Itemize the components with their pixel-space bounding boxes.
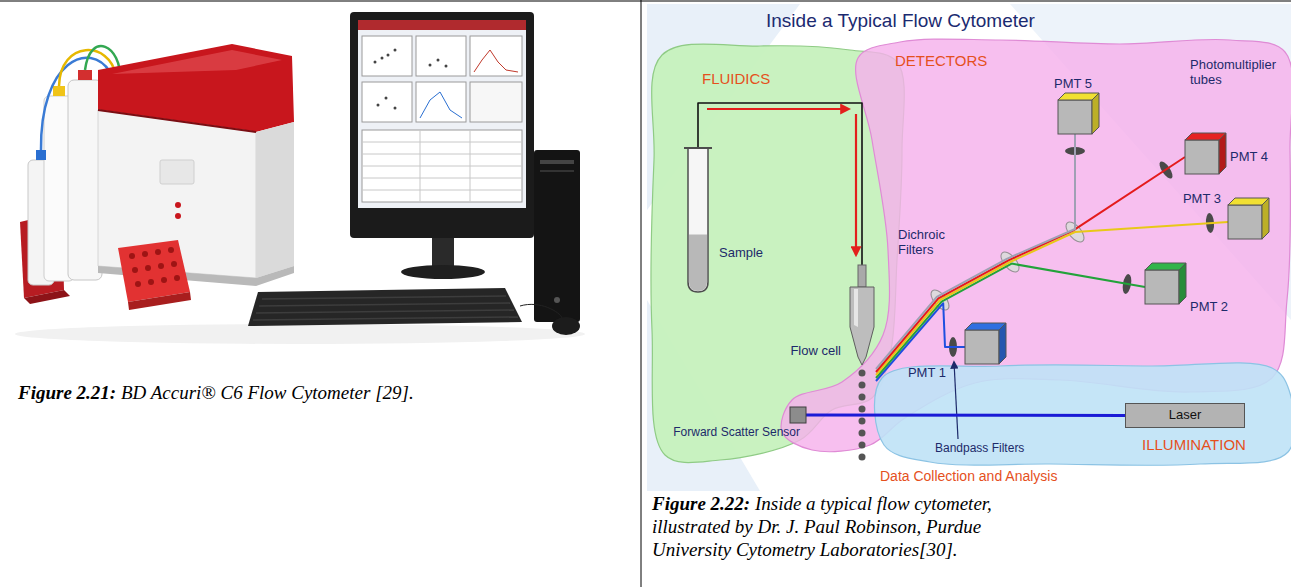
figure-caption: Figure 2.21:BD Accuri® C6 Flow Cytometer…: [18, 382, 423, 405]
laser-beam: [806, 415, 1125, 417]
region-title: ILLUMINATION: [1142, 436, 1246, 453]
photomultiplier-tube: PMT 5: [1058, 100, 1092, 134]
cube-side: [1092, 93, 1099, 134]
nozzle-inlet: [858, 265, 866, 287]
flow-cell: Flow cell: [848, 265, 876, 460]
flow-cell-shape: [848, 265, 876, 460]
region-outline: [874, 363, 1291, 466]
photomultiplier-tube-shape: [1058, 100, 1092, 134]
caption-text: BD Accuri® C6 Flow Cytometer [29].: [121, 382, 414, 403]
cube-front: [1145, 270, 1179, 304]
cube-front: [1185, 140, 1219, 174]
scatter-sensor-shape: [790, 407, 806, 423]
cube-side: [999, 323, 1006, 364]
laser-housing: [1126, 404, 1245, 428]
table-border: [0, 1, 1291, 2]
cube-side: [1179, 263, 1186, 304]
sample-liquid: [689, 234, 707, 291]
cube-front: [1228, 205, 1262, 239]
scatter-sensor: Forward Scatter Sensor: [790, 407, 806, 423]
part-label: Bandpass Filters: [935, 442, 1024, 456]
flow-arrow: [855, 114, 857, 255]
node-label: PMT 2: [1190, 300, 1228, 315]
stream-droplet: [859, 394, 866, 401]
node-label: Sample: [719, 246, 763, 261]
stream-droplet: [859, 418, 866, 425]
region-title: FLUIDICS: [702, 70, 770, 87]
node-label: Flow cell: [790, 344, 841, 359]
label-holder: Photomultiplier tubes: [1190, 58, 1286, 88]
node-label: Forward Scatter Sensor: [673, 426, 800, 440]
label-holder: Bandpass Filters: [935, 442, 1024, 456]
figure-number: Figure 2.22:: [652, 493, 750, 514]
part-label: Dichroic Filters: [898, 228, 960, 258]
photomultiplier-tube-shape: [1185, 140, 1219, 174]
flow-arrow: [707, 108, 849, 110]
region-title: DETECTORS: [895, 52, 987, 69]
stream-droplet: [859, 430, 866, 437]
cube-front: [965, 330, 999, 364]
photomultiplier-tube: PMT 2: [1145, 270, 1179, 304]
node-label: PMT 1: [908, 366, 946, 381]
table-border: [641, 0, 642, 587]
diagram-title: Inside a Typical Flow Cytometer: [766, 10, 1035, 32]
node-label: PMT 4: [1230, 150, 1268, 165]
figure-number: Figure 2.21:: [18, 382, 116, 403]
label-holder: Data Collection and Analysis: [880, 468, 1057, 484]
sample-tube-shape: [686, 148, 710, 292]
section-label: Data Collection and Analysis: [880, 468, 1057, 484]
connector-line: [806, 414, 1125, 418]
laser-box: Laser: [1125, 403, 1245, 428]
sensor-square: [790, 407, 806, 423]
label-holder: Inside a Typical Flow Cytometer: [766, 10, 1035, 32]
test-tube: [688, 148, 708, 292]
stream-droplet: [859, 442, 866, 449]
node-label: Laser: [1169, 408, 1202, 423]
nozzle-body: [850, 287, 874, 365]
label-holder: Dichroic Filters: [898, 228, 960, 258]
photomultiplier-tube: PMT 3: [1228, 205, 1262, 239]
photomultiplier-tube: PMT 4: [1185, 140, 1219, 174]
stream-droplet: [859, 406, 866, 413]
photomultiplier-tube-shape: [1228, 205, 1262, 239]
photomultiplier-tube: PMT 1: [965, 330, 999, 364]
photomultiplier-tube-shape: [1145, 270, 1179, 304]
cube-side: [1262, 198, 1269, 239]
sample-tube: Sample: [686, 148, 710, 292]
stream-droplet: [859, 454, 866, 461]
cytometer-photo: [15, 12, 585, 344]
photomultiplier-tube-shape: [965, 330, 999, 364]
cube-side: [1219, 133, 1226, 174]
figure-caption: Figure 2.22:Inside a typical flow cytome…: [652, 493, 1032, 561]
tube-rim: [684, 147, 712, 149]
stream-droplet: [859, 370, 866, 377]
group-label: Photomultiplier tubes: [1190, 58, 1286, 88]
cube-front: [1058, 100, 1092, 134]
stream-droplet: [859, 382, 866, 389]
node-label: PMT 5: [1054, 77, 1092, 92]
nozzle-highlight: [854, 289, 858, 327]
node-label: PMT 3: [1183, 192, 1221, 207]
